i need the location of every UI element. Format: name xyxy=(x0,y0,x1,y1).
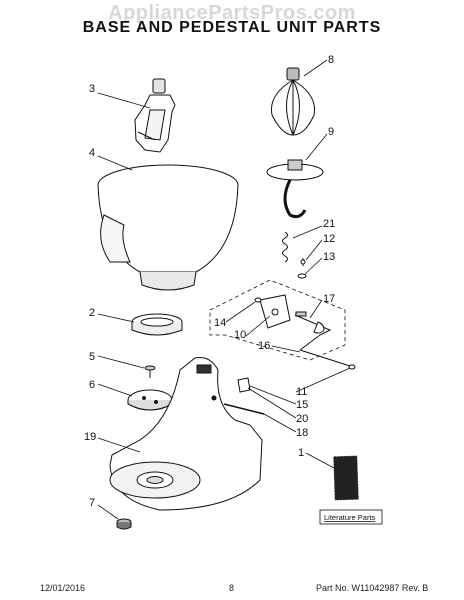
footer-part-no: Part No. W11042987 Rev. B xyxy=(316,583,429,593)
callout-5: 5 xyxy=(89,351,95,363)
callout-15: 15 xyxy=(296,399,308,411)
callout-11: 11 xyxy=(296,386,307,398)
callout-12: 12 xyxy=(323,233,335,245)
literature-part xyxy=(332,455,360,501)
callout-2: 2 xyxy=(89,307,95,319)
callout-8: 8 xyxy=(328,54,334,66)
locking-rod-part xyxy=(294,311,332,351)
flat-beater-part xyxy=(134,78,176,153)
hinge-bracket-part xyxy=(254,294,291,329)
callout-13: 13 xyxy=(323,251,335,263)
callout-1: 1 xyxy=(298,447,304,459)
foot-part xyxy=(116,518,132,530)
mixing-bowl-part xyxy=(97,164,239,291)
callout-19: 19 xyxy=(84,431,96,443)
callout-9: 9 xyxy=(328,126,334,138)
dough-hook-part xyxy=(266,159,324,219)
callout-16: 16 xyxy=(258,340,270,352)
callout-21: 21 xyxy=(323,218,335,230)
callout-14: 14 xyxy=(214,317,226,329)
rod-part xyxy=(223,403,265,415)
page-title: BASE AND PEDESTAL UNIT PARTS xyxy=(82,19,382,36)
screw-part xyxy=(144,365,156,378)
callout-3: 3 xyxy=(89,83,95,95)
callout-20: 20 xyxy=(296,413,308,425)
pedestal-base-part xyxy=(109,357,263,511)
callout-10: 10 xyxy=(234,329,246,341)
literature-label: Literature Parts xyxy=(324,513,376,522)
washer-part xyxy=(297,273,307,279)
footer-page: 8 xyxy=(229,583,235,593)
callout-6: 6 xyxy=(89,379,95,391)
literature-label-box: Literature Parts xyxy=(319,509,383,525)
callout-17: 17 xyxy=(323,293,335,305)
clip-part xyxy=(237,377,251,393)
callout-numbers: 3 4 2 5 6 19 7 8 9 21 12 13 17 14 10 16 … xyxy=(84,54,335,509)
callout-4: 4 xyxy=(89,147,95,159)
pin-part xyxy=(300,258,306,266)
callout-7: 7 xyxy=(89,497,95,509)
hinge-pin-part xyxy=(299,349,356,370)
clamp-plate-part xyxy=(127,389,173,411)
wire-whip-part xyxy=(270,67,316,136)
leader-lines xyxy=(97,59,351,520)
callout-18: 18 xyxy=(296,427,308,439)
ring-part xyxy=(131,313,183,336)
footer-date: 12/01/2016 xyxy=(40,583,86,593)
watermark: AppliancePartsPros.com xyxy=(108,2,356,24)
bracket-assembly-outline xyxy=(209,279,346,361)
spring-part xyxy=(282,231,288,263)
